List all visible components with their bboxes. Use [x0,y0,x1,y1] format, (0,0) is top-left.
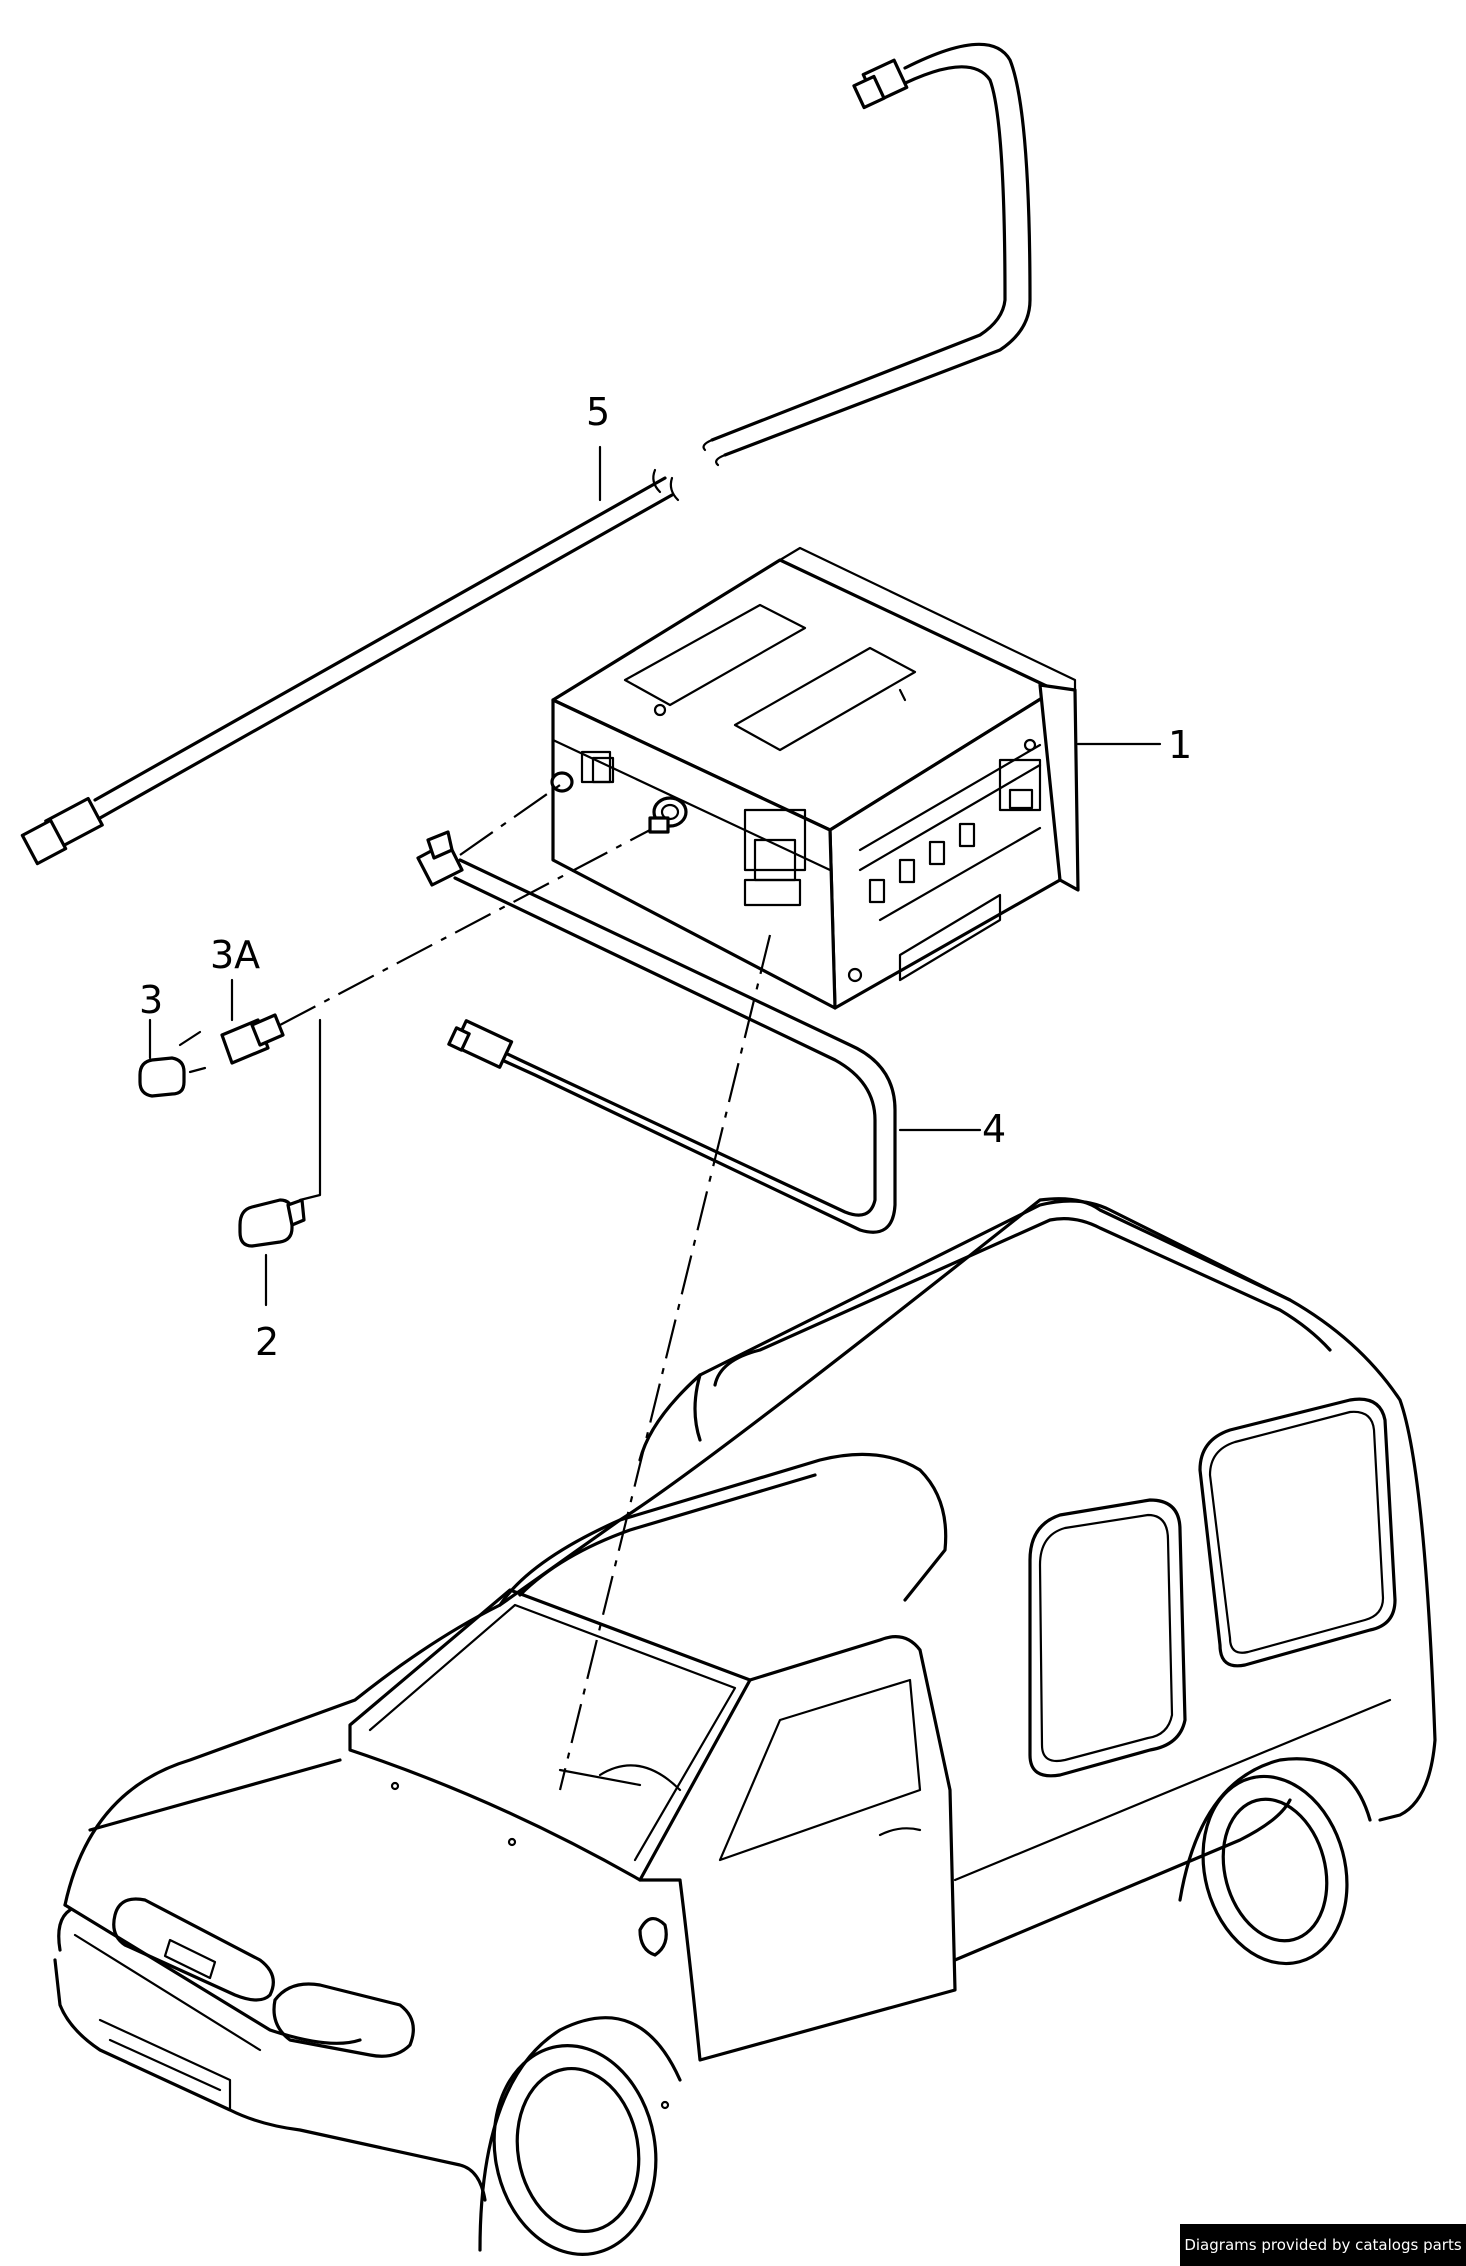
callout-3a: 3A [210,933,260,977]
callout-labels: 1 2 3 3A 4 5 [139,390,1192,1364]
credit-banner: Diagrams provided by catalogs parts [1180,2224,1466,2266]
connecting-cable-part-4 [416,830,982,1234]
callout-5: 5 [586,390,610,434]
callout-1: 1 [1168,723,1192,767]
radio-unit-part-1 [550,546,1162,1010]
cable-elbow-connector [416,830,464,887]
cap-part-2 [238,1198,306,1307]
cap-part-3 [138,1018,207,1098]
antenna-socket [648,796,688,834]
cable-top-connector [852,58,909,110]
adapter-part-3a [220,978,285,1065]
vehicle-outline [53,1197,1437,2256]
callout-4: 4 [982,1107,1006,1151]
cable-bottom-connector [20,796,104,866]
cable-straight-connector [447,1019,514,1069]
antenna-cable-part-5 [20,42,1032,866]
assembly-lines [178,784,772,1791]
callout-3: 3 [139,978,163,1022]
callout-2: 2 [255,1320,279,1364]
